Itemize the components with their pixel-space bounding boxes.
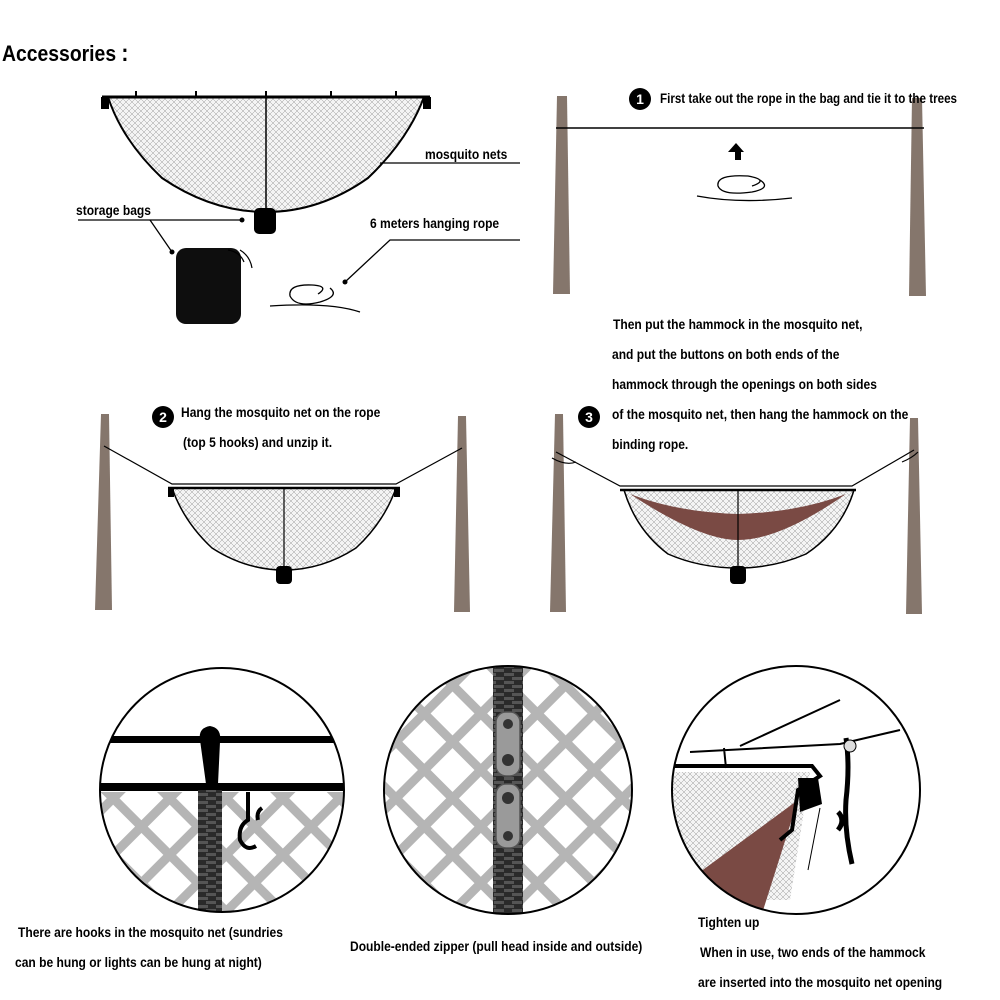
detail1-caption-line2: can be hung or lights can be hung at nig… [15, 954, 262, 970]
step1-text: First take out the rope in the bag and t… [660, 90, 957, 106]
zipper-detail [383, 665, 633, 915]
tree-icon [550, 414, 922, 614]
rope-coil-icon [696, 175, 793, 202]
tree-icon [95, 414, 470, 612]
hanging-rope-leader [344, 239, 520, 283]
zipper-icon [495, 711, 521, 849]
mosquito-net-icon [101, 91, 431, 234]
detail3-heading: Tighten up [698, 914, 760, 930]
step3-text-line4: of the mosquito net, then hang the hammo… [612, 406, 909, 422]
step2-badge: 2 [152, 406, 174, 428]
mosquito-net-icon [168, 486, 400, 584]
tighten-detail [671, 665, 921, 915]
step2-rope [103, 445, 463, 485]
tree-icon [553, 96, 926, 296]
step3-badge: 3 [578, 406, 600, 428]
storage-bags-pointer [149, 219, 173, 253]
hammock-icon [620, 488, 856, 584]
rope-coil-icon [269, 284, 361, 313]
page-title: Accessories [2, 41, 117, 66]
step1-badge: 1 [629, 88, 651, 110]
detail2-caption: Double-ended zipper (pull head inside an… [350, 938, 643, 954]
step3-text-line1: Then put the hammock in the mosquito net… [613, 316, 863, 332]
hook-icon [199, 726, 221, 784]
step3-text-line5: binding rope. [612, 436, 689, 452]
detail3-caption-line2: are inserted into the mosquito net openi… [698, 974, 943, 990]
label-storage-bags: storage bags [76, 202, 151, 218]
label-mosquito-nets: mosquito nets [425, 146, 508, 162]
step2-text-line1: Hang the mosquito net on the rope [181, 404, 381, 420]
detail1-caption-line1: There are hooks in the mosquito net (sun… [18, 924, 283, 940]
hook-detail [99, 667, 345, 913]
step2-text-line2: (top 5 hooks) and unzip it. [183, 434, 333, 450]
page-title-colon: : [121, 40, 129, 67]
storage-bag-icon [176, 248, 253, 324]
detail3-caption-line1: When in use, two ends of the hammock [700, 944, 926, 960]
step3-text-line2: and put the buttons on both ends of the [612, 346, 840, 362]
label-hanging-rope: 6 meters hanging rope [370, 215, 500, 231]
up-arrow-icon [728, 143, 744, 160]
step3-text-line3: hammock through the openings on both sid… [612, 376, 877, 392]
step3-rope [551, 449, 919, 487]
